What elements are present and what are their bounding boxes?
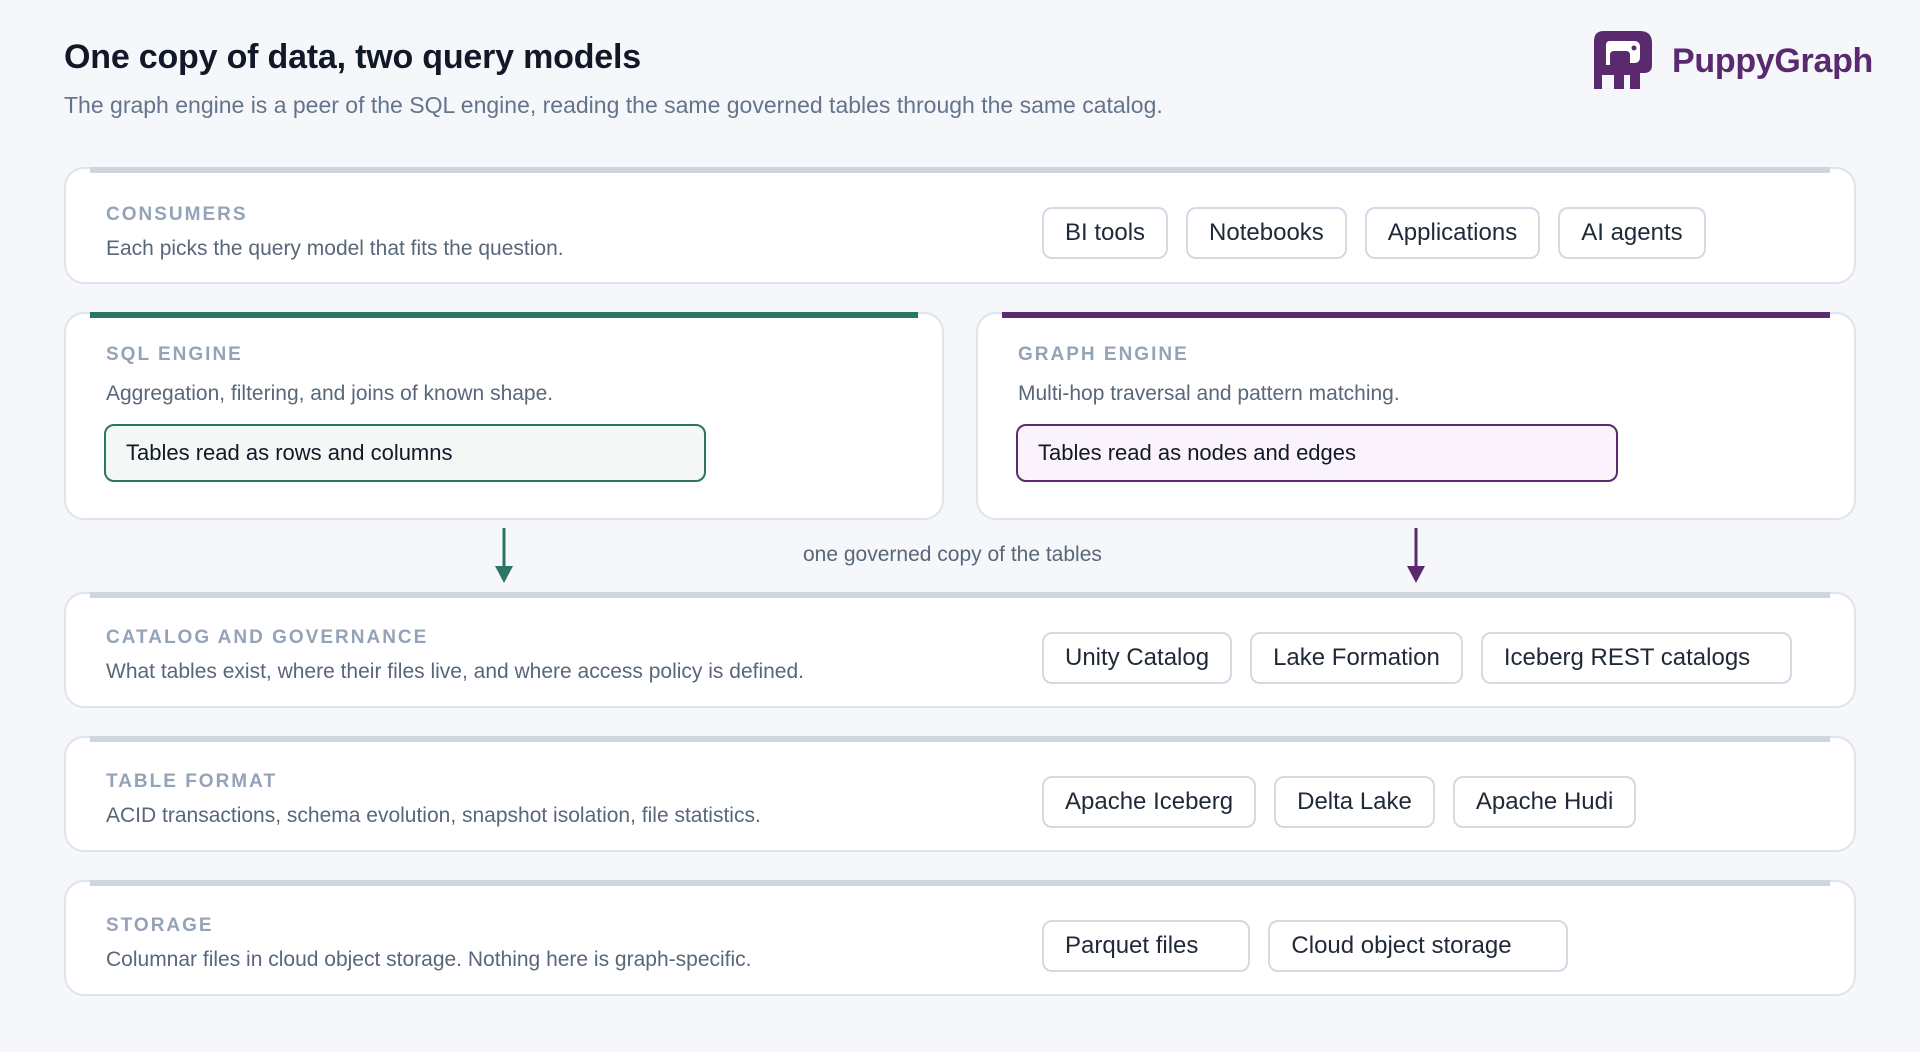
- chip-parquet-files: Parquet files: [1042, 920, 1251, 972]
- catalog-topbar: [90, 592, 1830, 598]
- chip-bi-tools: BI tools: [1042, 207, 1169, 259]
- page-title: One copy of data, two query models: [64, 38, 641, 76]
- storage-label: STORAGE: [106, 915, 214, 936]
- catalog-panel: CATALOG AND GOVERNANCE What tables exist…: [64, 592, 1856, 708]
- sql-engine-description: Aggregation, filtering, and joins of kno…: [106, 382, 554, 405]
- consumers-panel: CONSUMERS Each picks the query model tha…: [64, 167, 1856, 284]
- graph-engine-panel: GRAPH ENGINE Multi-hop traversal and pat…: [976, 312, 1856, 520]
- puppygraph-logo-icon: [1594, 31, 1652, 89]
- chip-lake-formation: Lake Formation: [1250, 632, 1463, 684]
- chip-cloud-object-storage: Cloud object storage: [1268, 920, 1568, 972]
- storage-topbar: [90, 880, 1830, 886]
- chip-ai-agents: AI agents: [1558, 207, 1706, 259]
- page-subtitle: The graph engine is a peer of the SQL en…: [64, 92, 1163, 118]
- table-format-chips: Apache Iceberg Delta Lake Apache Hudi: [1042, 776, 1637, 828]
- storage-panel: STORAGE Columnar files in cloud object s…: [64, 880, 1856, 996]
- graph-arrow-down-icon: [1407, 528, 1425, 583]
- catalog-label: CATALOG AND GOVERNANCE: [106, 627, 429, 648]
- consumers-topbar: [90, 167, 1830, 173]
- brand-logo: PuppyGraph: [1590, 30, 1873, 92]
- table-format-topbar: [90, 736, 1830, 742]
- sql-engine-panel: SQL ENGINE Aggregation, filtering, and j…: [64, 312, 944, 520]
- graph-engine-description: Multi-hop traversal and pattern matching…: [1018, 382, 1400, 405]
- consumers-label: CONSUMERS: [106, 204, 248, 225]
- logo-text: PuppyGraph: [1672, 41, 1874, 80]
- sql-engine-topbar: [90, 312, 918, 318]
- table-format-panel: TABLE FORMAT ACID transactions, schema e…: [64, 736, 1856, 852]
- chip-notebooks: Notebooks: [1186, 207, 1347, 259]
- catalog-description: What tables exist, where their files liv…: [106, 660, 804, 683]
- chip-apache-iceberg: Apache Iceberg: [1042, 776, 1257, 828]
- graph-engine-label: GRAPH ENGINE: [1018, 344, 1189, 365]
- storage-chips: Parquet files Cloud object storage: [1042, 920, 1568, 972]
- connector-note: one governed copy of the tables: [803, 543, 1102, 566]
- chip-iceberg-rest-catalogs: Iceberg REST catalogs: [1480, 632, 1793, 684]
- consumers-chips: BI tools Notebooks Applications AI agent…: [1042, 207, 1706, 259]
- graph-engine-topbar: [1002, 312, 1830, 318]
- graph-engine-box: Tables read as nodes and edges: [1016, 424, 1618, 482]
- consumers-description: Each picks the query model that fits the…: [106, 237, 564, 260]
- chip-apache-hudi: Apache Hudi: [1452, 776, 1637, 828]
- chip-delta-lake: Delta Lake: [1274, 776, 1435, 828]
- sql-engine-box: Tables read as rows and columns: [104, 424, 706, 482]
- sql-arrow-down-icon: [495, 528, 513, 583]
- catalog-chips: Unity Catalog Lake Formation Iceberg RES…: [1042, 632, 1793, 684]
- table-format-description: ACID transactions, schema evolution, sna…: [106, 804, 761, 827]
- chip-applications: Applications: [1364, 207, 1541, 259]
- sql-engine-label: SQL ENGINE: [106, 344, 243, 365]
- storage-description: Columnar files in cloud object storage. …: [106, 948, 752, 971]
- table-format-label: TABLE FORMAT: [106, 771, 278, 792]
- chip-unity-catalog: Unity Catalog: [1042, 632, 1233, 684]
